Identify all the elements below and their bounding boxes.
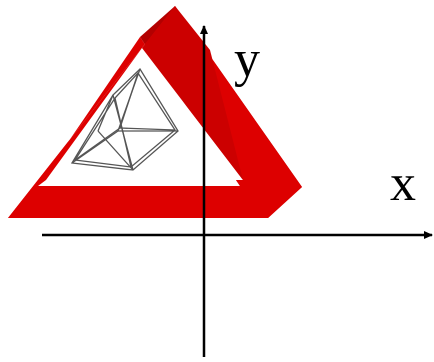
triangle-top-band (142, 6, 243, 180)
wireframe-cube (70, 67, 179, 171)
triangle-left-face (8, 6, 175, 218)
3d-red-triangle (8, 6, 302, 218)
y-axis-label: y (234, 31, 260, 88)
x-axis-label: x (390, 155, 416, 212)
